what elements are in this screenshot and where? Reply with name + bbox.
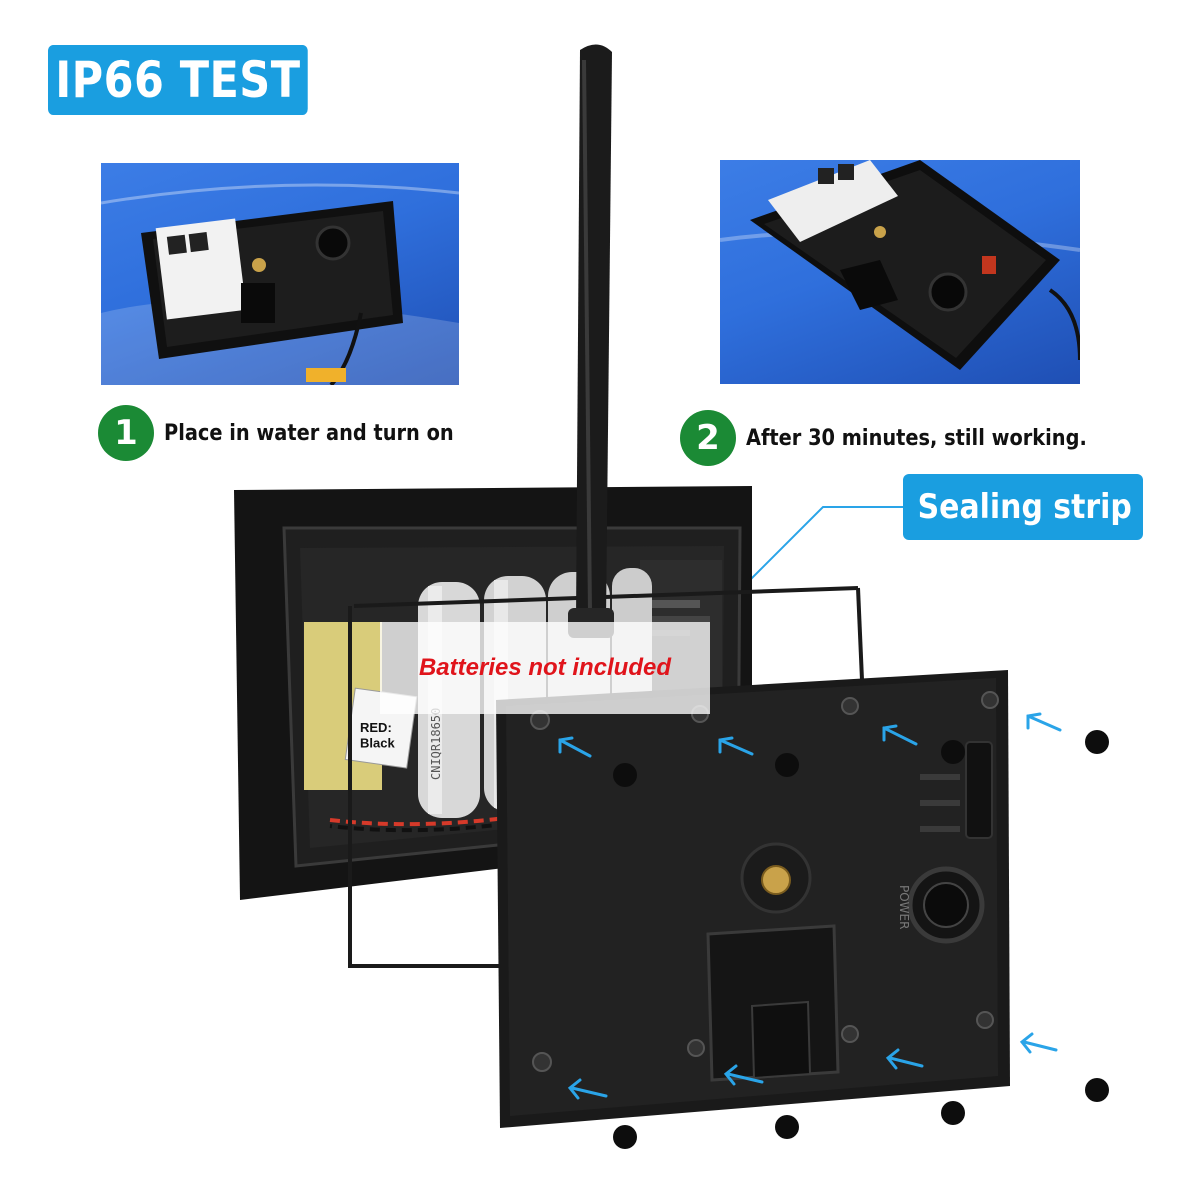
sealing-strip-callout: Sealing strip bbox=[903, 474, 1143, 540]
step-1-number-badge: 1 bbox=[98, 405, 154, 461]
arrow-icon bbox=[558, 736, 592, 758]
screw-dot bbox=[1085, 1078, 1109, 1102]
arrow-icon bbox=[1019, 1032, 1058, 1054]
step-2-number-badge: 2 bbox=[680, 410, 736, 466]
screw-dot bbox=[775, 753, 799, 777]
sealing-strip-text: Sealing strip bbox=[917, 487, 1132, 527]
step-1: 1 Place in water and turn on bbox=[98, 405, 493, 461]
battery-cell-print: CNIQR18650 bbox=[429, 708, 443, 780]
arrow-icon bbox=[885, 1048, 924, 1070]
screw-dot bbox=[775, 1115, 799, 1139]
title-text: IP66 TEST bbox=[55, 51, 301, 109]
step-2: 2 After 30 minutes, still working. bbox=[680, 410, 1133, 466]
battery-label-text: RED:Black bbox=[360, 720, 395, 751]
photo-device-after-30-minutes bbox=[720, 160, 1080, 384]
photo-2-illustration bbox=[720, 160, 1080, 370]
arrow-icon bbox=[723, 1064, 764, 1086]
screw-dot bbox=[1085, 730, 1109, 754]
arrow-icon bbox=[567, 1078, 608, 1100]
arrow-icon bbox=[1026, 712, 1062, 732]
screw-dot bbox=[941, 740, 965, 764]
device-back-plate: POWER bbox=[496, 670, 1010, 1128]
arrow-icon bbox=[882, 724, 918, 746]
screw-dot bbox=[613, 763, 637, 787]
batteries-note: Batteries not included bbox=[380, 622, 710, 714]
step-2-text: After 30 minutes, still working. bbox=[746, 425, 1087, 451]
title-badge: IP66 TEST bbox=[48, 45, 308, 115]
arrow-icon bbox=[718, 736, 754, 756]
step-1-text: Place in water and turn on bbox=[164, 420, 454, 446]
photo-device-in-water bbox=[101, 163, 459, 385]
photo-1-illustration bbox=[101, 183, 459, 385]
screw-arrows bbox=[558, 712, 1062, 1100]
batteries-note-text: Batteries not included bbox=[418, 654, 672, 681]
power-label: POWER bbox=[897, 885, 911, 929]
screws bbox=[613, 730, 1109, 1149]
screw-dot bbox=[613, 1125, 637, 1149]
sealing-strip-leader-line bbox=[741, 506, 903, 589]
screw-dot bbox=[941, 1101, 965, 1125]
